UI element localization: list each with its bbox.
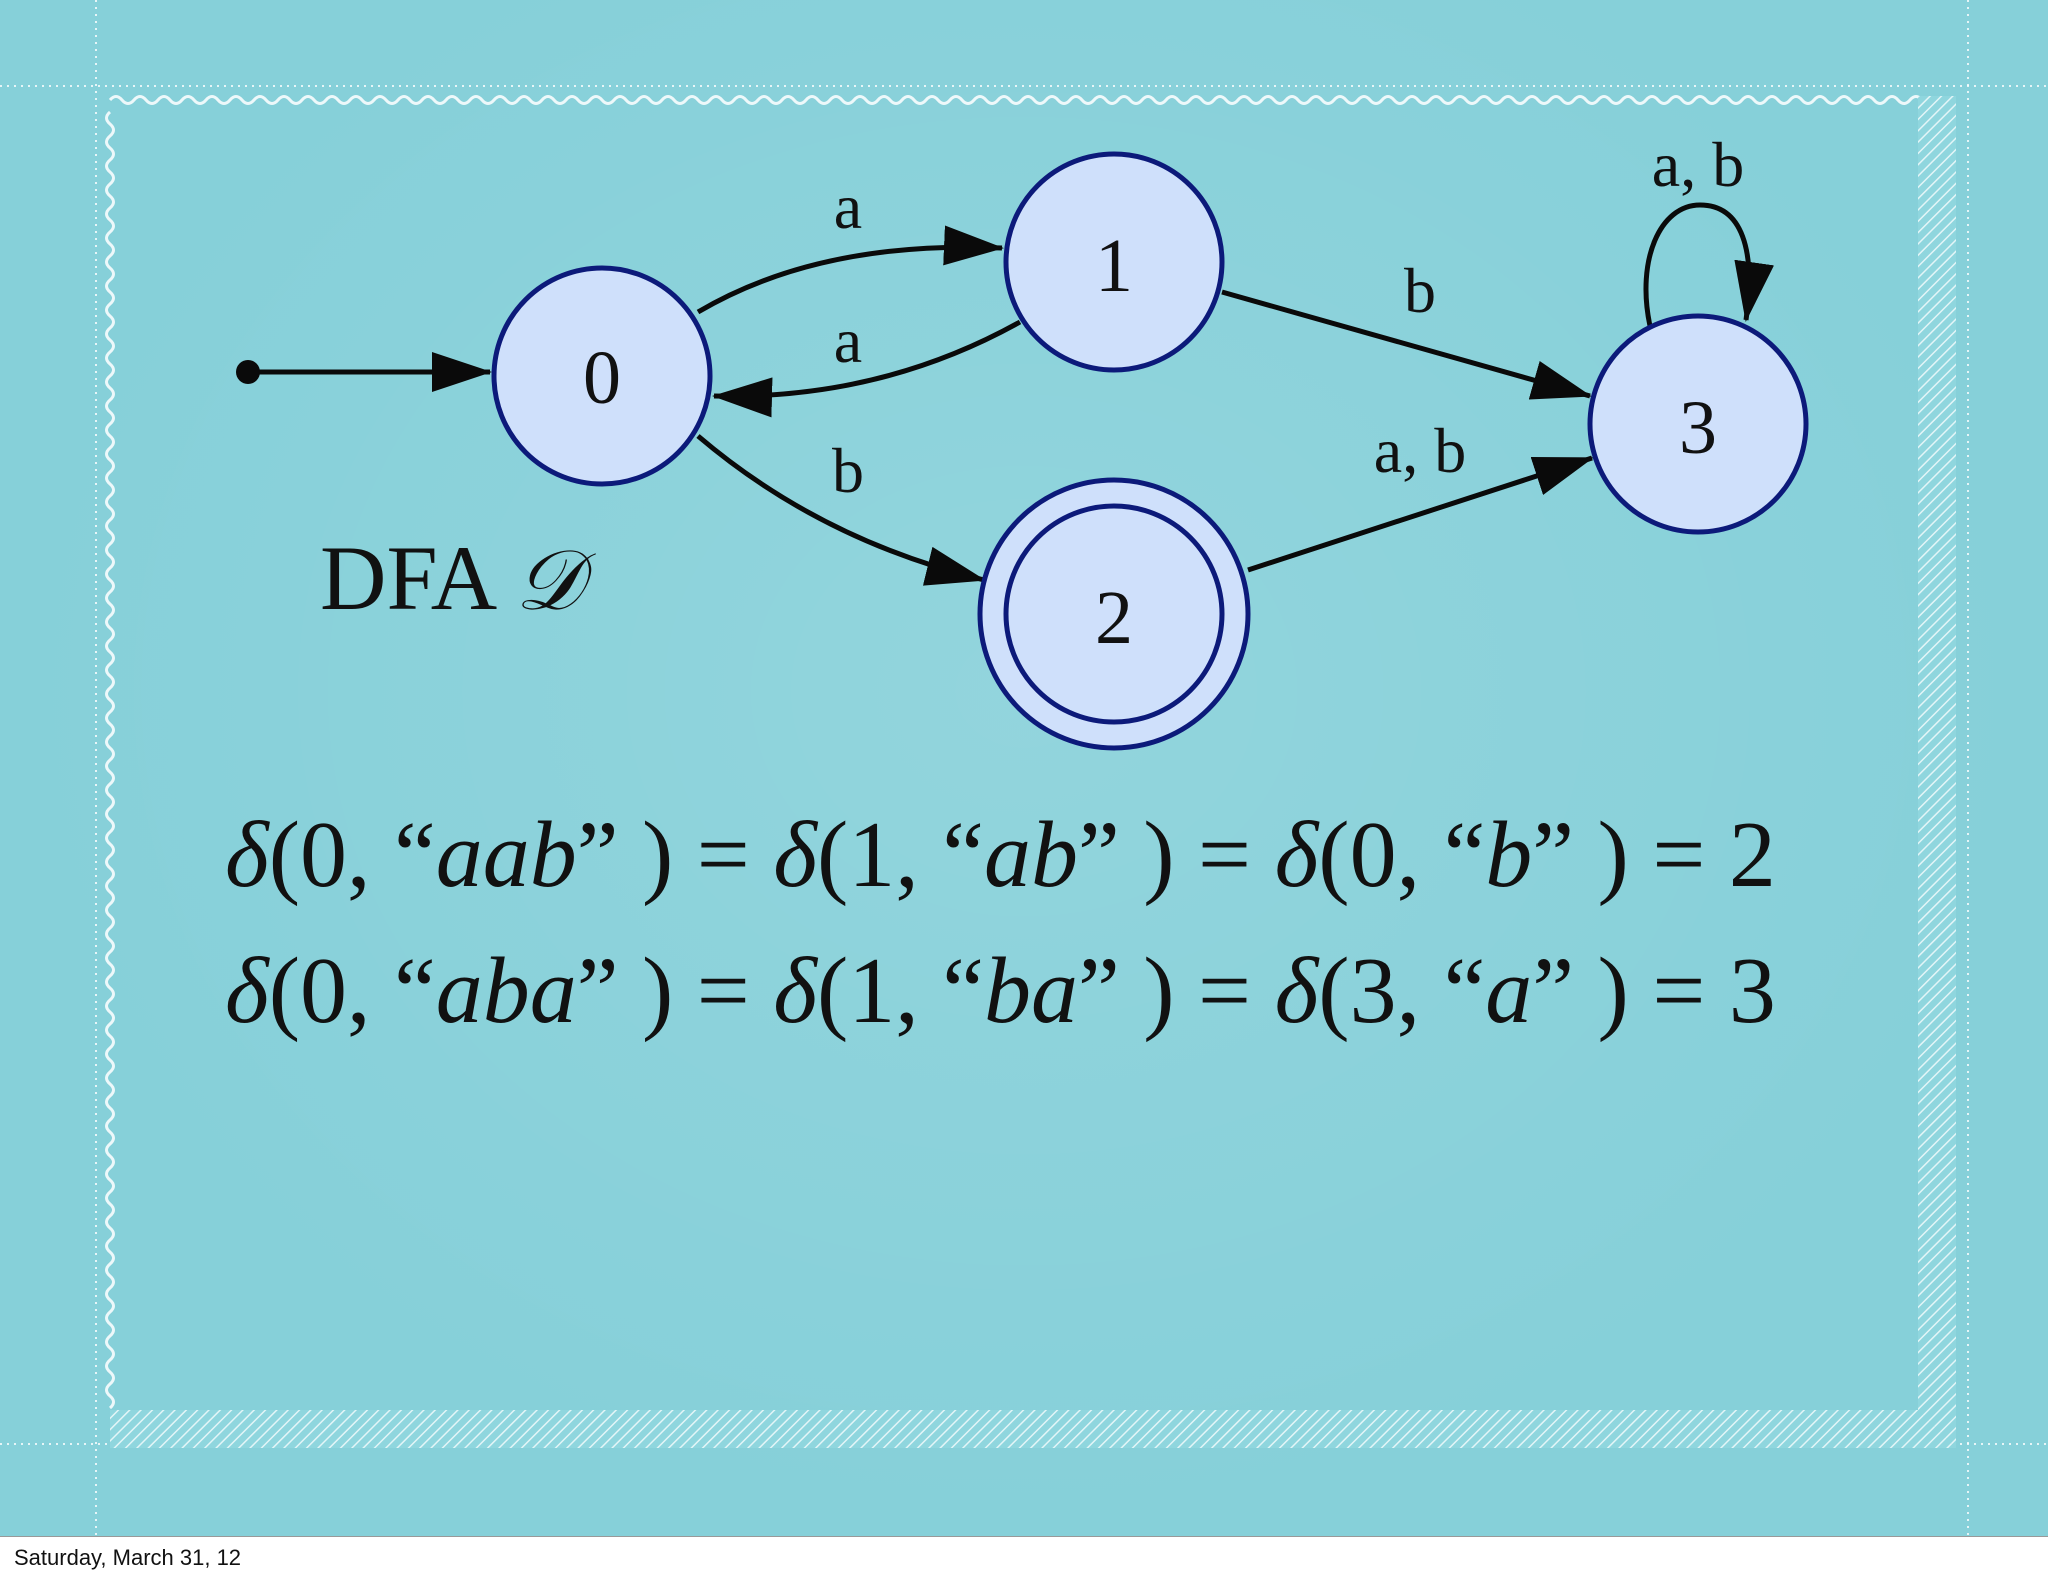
state-label: 0 xyxy=(583,336,621,420)
diagram-title-text: DFA xyxy=(320,527,493,629)
eq-part: ” ) = xyxy=(576,803,774,907)
eq-part: aba xyxy=(435,939,577,1043)
eq-part: δ xyxy=(225,939,269,1043)
eq-part: δ xyxy=(1274,803,1319,907)
eq-part: ab xyxy=(984,803,1079,907)
dfa-diagram: a a b b a, b a, b 0 1 2 3 xyxy=(236,129,1809,751)
footer-date: Saturday, March 31, 12 xyxy=(14,1545,242,1570)
state-label: 1 xyxy=(1095,224,1133,308)
state-label: 3 xyxy=(1679,386,1717,470)
eq-part: (0, “ xyxy=(268,939,436,1043)
eq-part: δ xyxy=(1274,939,1319,1043)
state-3: 3 xyxy=(1587,313,1809,535)
edge-label-1-3: b xyxy=(1404,255,1436,326)
eq-part: aab xyxy=(435,803,577,907)
equation-2: δ(0, “aba” ) = δ(1, “ba” ) = δ(3, “a” ) … xyxy=(225,944,1825,1038)
eq-part: (3, “ xyxy=(1318,939,1486,1043)
eq-part: a xyxy=(1485,939,1533,1043)
eq-part: (1, “ xyxy=(816,939,985,1043)
state-2-accepting: 2 xyxy=(977,477,1251,751)
diagram-title: DFA 𝒟 xyxy=(320,532,582,624)
eq-part: ” ) = 3 xyxy=(1532,939,1776,1043)
eq-part: (1, “ xyxy=(816,803,985,907)
eq-part: ” ) = 2 xyxy=(1532,803,1776,907)
edge-0-2 xyxy=(696,434,986,586)
eq-part: δ xyxy=(773,803,817,907)
slide: a a b b a, b a, b 0 1 2 3 DFA 𝒟 δ(0, “aa… xyxy=(0,0,2048,1536)
eq-part: δ xyxy=(773,939,817,1043)
eq-part: b xyxy=(1485,803,1533,907)
eq-part: δ xyxy=(225,803,269,907)
eq-part: ” ) = xyxy=(576,939,774,1043)
state-0: 0 xyxy=(491,265,713,487)
edge-0-1 xyxy=(696,225,1004,315)
edge-3-3 xyxy=(1643,202,1774,327)
diagram-title-symbol: 𝒟 xyxy=(515,531,583,629)
decorative-frame xyxy=(0,0,2048,1536)
eq-part: (0, “ xyxy=(268,803,436,907)
eq-part: ” ) = xyxy=(1078,803,1275,907)
edge-label-0-2: b xyxy=(832,435,864,506)
eq-part: (0, “ xyxy=(1318,803,1486,907)
edge-label-2-3: a, b xyxy=(1374,415,1466,486)
edge-2-3 xyxy=(1247,455,1594,573)
state-1: 1 xyxy=(1003,151,1225,373)
eq-part: ” ) = xyxy=(1078,939,1275,1043)
eq-part: ba xyxy=(984,939,1079,1043)
state-label: 2 xyxy=(1095,576,1133,660)
edge-label-3-3: a, b xyxy=(1652,129,1744,200)
edge-label-1-0: a xyxy=(834,305,862,376)
footer-bar: Saturday, March 31, 12 xyxy=(0,1536,2048,1577)
edge-label-0-1: a xyxy=(834,171,862,242)
equation-1: δ(0, “aab” ) = δ(1, “ab” ) = δ(0, “b” ) … xyxy=(225,808,1825,902)
edge-1-0 xyxy=(712,319,1022,418)
edge-1-3 xyxy=(1221,289,1592,400)
